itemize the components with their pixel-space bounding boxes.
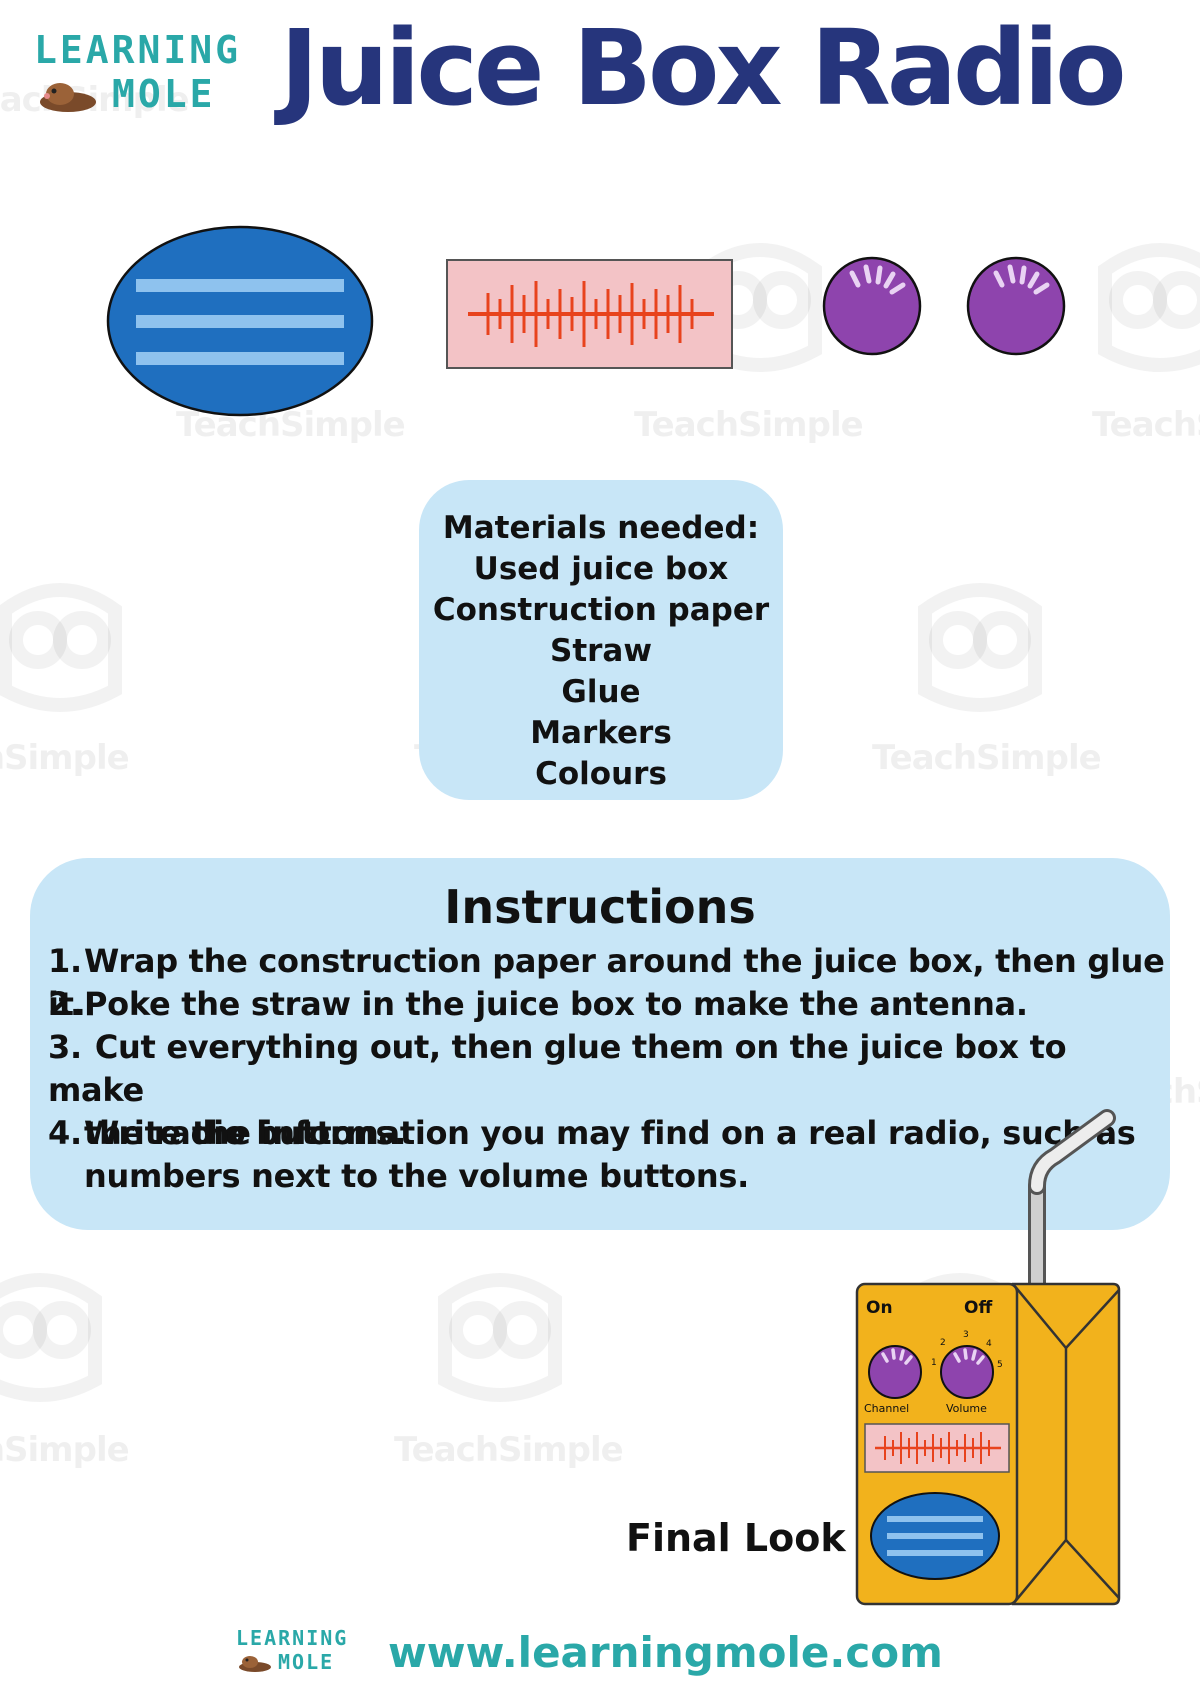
logo-text-learning: LEARNING — [236, 1626, 349, 1650]
watermark-text: TeachSimple — [394, 1430, 624, 1470]
radio-volume-label: Volume — [946, 1402, 987, 1415]
logo-text-learning: LEARNING — [34, 28, 242, 72]
step-number: 2. — [48, 985, 82, 1023]
step-text: Poke the straw in the juice box to make … — [84, 985, 1028, 1023]
material-item: Markers — [530, 715, 672, 751]
instructions-box: Instructions 1.Wrap the construction pap… — [30, 858, 1170, 1230]
volume-mark: 5 — [997, 1360, 1003, 1370]
volume-mark: 2 — [940, 1338, 946, 1348]
step-text: Write the information you may find on a … — [84, 1114, 1136, 1152]
volume-mark: 4 — [986, 1339, 992, 1349]
speaker-cutout — [106, 225, 374, 417]
step-number: 1. — [48, 942, 82, 980]
step-text-continued: the radio buttons. — [84, 1114, 407, 1152]
materials-box: Materials needed: Used juice box Constru… — [419, 480, 783, 800]
logo-text-mole: MOLE — [112, 72, 216, 116]
material-item: Colours — [535, 756, 667, 792]
step-number: 3. — [48, 1028, 82, 1066]
knob-cutout-volume — [966, 256, 1066, 356]
step-text: Cut everything out, then glue them on th… — [48, 1028, 1067, 1109]
mole-icon — [239, 1656, 271, 1672]
mole-icon — [40, 83, 96, 112]
page-title: Juice Box Radio — [280, 7, 1127, 129]
volume-mark: 3 — [963, 1330, 969, 1340]
instruction-step-1: 1.Wrap the construction paper around the… — [48, 940, 1170, 1026]
watermark-text: TeachSimple — [1092, 405, 1200, 445]
logo-text-mole: MOLE — [278, 1650, 335, 1674]
instruction-step-2: 2.Poke the straw in the juice box to mak… — [48, 983, 1028, 1026]
tuning-dial-cutout — [446, 259, 733, 369]
material-item: Straw — [550, 633, 652, 669]
radio-channel-label: Channel — [864, 1402, 910, 1415]
volume-mark: 1 — [931, 1358, 937, 1368]
website-link[interactable]: www.learningmole.com — [388, 1628, 943, 1677]
materials-heading: Materials needed: — [442, 510, 760, 546]
step-number: 4. — [48, 1114, 82, 1152]
radio-on-label: On — [866, 1298, 893, 1318]
watermark-text: TeachSimple — [634, 405, 864, 445]
instruction-step-4: 4.Write the information you may find on … — [48, 1112, 1136, 1198]
material-item: Construction paper — [432, 592, 770, 628]
knob-cutout-channel — [822, 256, 922, 356]
step-text-continued: numbers next to the volume buttons. — [84, 1157, 749, 1195]
material-item: Glue — [561, 674, 641, 710]
juice-box-radio-illustration — [855, 1109, 1121, 1606]
final-look-label: Final Look — [626, 1516, 846, 1560]
watermark-text: TeachSimple — [0, 738, 130, 778]
instruction-step-3: 3. Cut everything out, then glue them on… — [48, 1026, 1170, 1155]
watermark-text: TeachSimple — [872, 738, 1102, 778]
step-text: Wrap the construction paper around the j… — [48, 942, 1165, 1023]
instructions-heading: Instructions — [444, 880, 756, 934]
material-item: Used juice box — [473, 551, 729, 587]
watermark-text: TeachSimple — [0, 1430, 130, 1470]
radio-off-label: Off — [964, 1298, 993, 1318]
